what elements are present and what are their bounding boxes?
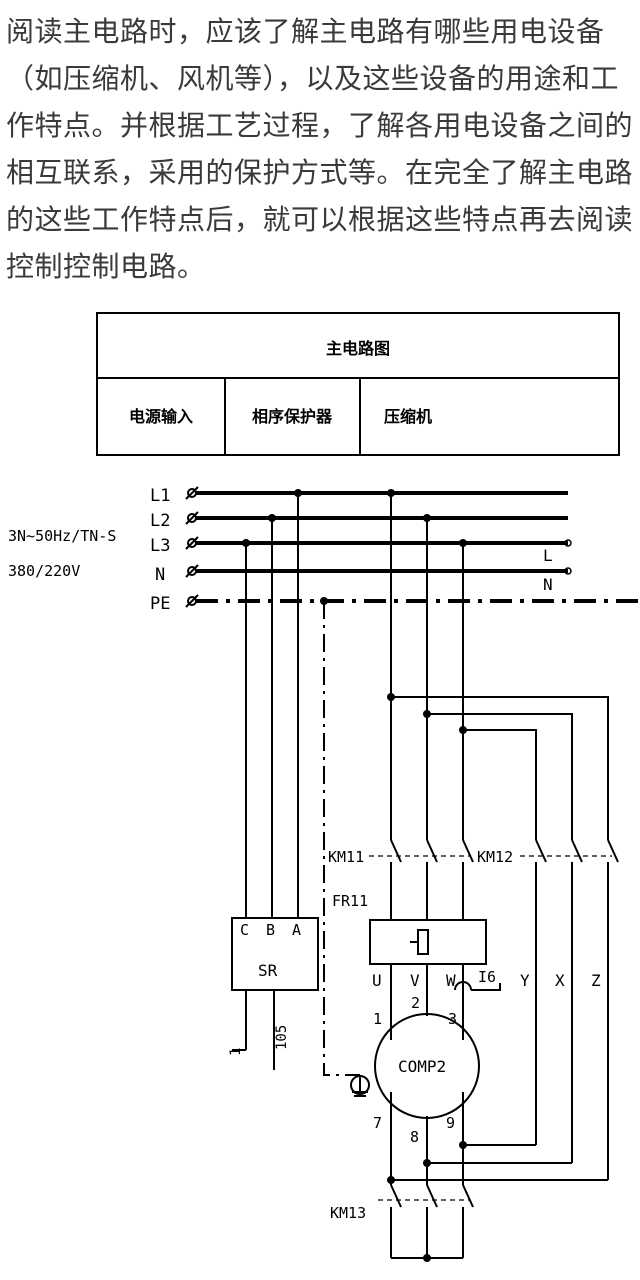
right-label-l: L [543,546,553,565]
terminal-u: U [372,971,382,990]
terminal-z: Z [591,971,601,990]
km13-label: KM13 [330,1204,366,1222]
header-cell-power-input: 电源输入 [129,407,193,426]
sr-output-1: 1 [228,1048,244,1056]
line-label-l2: L2 [150,511,170,531]
sensor-i6: I6 [478,968,496,986]
motor-pin-3: 3 [448,1010,457,1028]
header-table-title: 主电路图 [326,339,390,358]
terminal-v: V [410,971,420,990]
right-label-n: N [543,575,553,594]
motor-pin-8: 8 [410,1128,419,1146]
header-cell-phase-protector: 相序保护器 [252,407,333,426]
intro-paragraph: 阅读主电路时，应该了解主电路有哪些用电设备（如压缩机、风机等），以及这些设备的用… [6,15,634,283]
header-table [96,312,620,456]
motor-label: COMP2 [398,1057,446,1076]
line-label-pe: PE [150,594,170,614]
terminal-y: Y [520,971,530,990]
km11-label: KM11 [328,848,364,866]
motor-pin-7: 7 [373,1114,382,1132]
supply-spec-2: 380/220V [8,562,80,580]
sr-label: SR [258,961,278,980]
motor-pin-2: 2 [411,994,420,1012]
fr11-label: FR11 [332,892,368,910]
line-label-l1: L1 [150,486,170,506]
terminal-x: X [555,971,565,990]
motor-pin-9: 9 [446,1114,455,1132]
main-circuit-diagram: 主电路图 电源输入 相序保护器 压缩机 3N~50Hz/TN-S 380/220… [8,312,640,1262]
motor-pin-1: 1 [373,1010,382,1028]
header-cell-compressor: 压缩机 [384,407,432,426]
sr-output-105: 105 [274,1025,290,1050]
line-label-l3: L3 [150,536,170,556]
km12-label: KM12 [477,848,513,866]
sr-terminal-b: B [266,921,275,939]
terminal-w: W [446,971,456,990]
supply-spec-1: 3N~50Hz/TN-S [8,527,116,545]
line-label-n: N [155,565,165,585]
sr-terminal-a: A [292,921,301,939]
sr-terminal-c: C [240,921,249,939]
